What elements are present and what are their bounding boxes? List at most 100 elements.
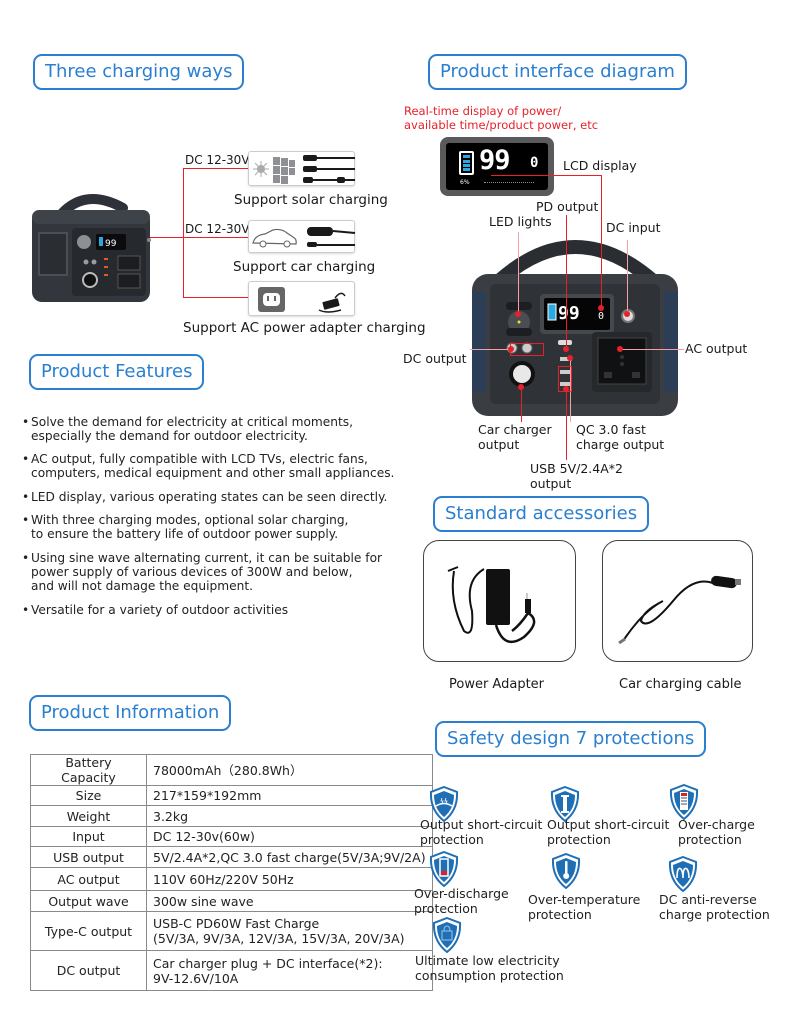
callout-line (183, 237, 248, 238)
power-station-front-image: 99 0 (470, 232, 680, 420)
spec-value: 110V 60Hz/220V 50Hz (146, 867, 433, 891)
section-header-charging-ways: Three charging ways (33, 54, 245, 90)
callout-line (518, 232, 519, 314)
spec-value: DC 12-30v(60w) (146, 826, 433, 847)
feature-item: •AC output, fully compatible with LCD TV… (22, 452, 395, 480)
car-charging-thumbnail (248, 220, 356, 253)
accessory-power-adapter-image (423, 540, 576, 662)
spec-key: Output wave (30, 890, 147, 912)
spec-key: Weight (30, 805, 147, 827)
car-icon (252, 227, 356, 248)
spec-key: Battery Capacity (30, 754, 147, 786)
charging-way-label: Support solar charging (234, 192, 388, 208)
protection-label: Over-charge protection (678, 817, 755, 847)
spec-value: 5V/2.4A*2,QC 3.0 fast charge(5V/3A;9V/2A… (146, 846, 433, 868)
feature-item: •Versatile for a variety of outdoor acti… (22, 603, 289, 617)
label-qc-output: QC 3.0 fast charge output (576, 422, 665, 452)
protection-label: Over-discharge protection (414, 886, 509, 916)
lcd-secondary-value: 0 (530, 155, 539, 171)
lcd-percent: 6% (460, 179, 470, 186)
label-car-charger-output: Car charger output (478, 422, 552, 452)
callout-line (570, 358, 571, 422)
spec-value: 78000mAh（280.8Wh） (146, 754, 433, 786)
section-header-product-information: Product Information (29, 695, 232, 731)
protection-label: Over-temperature protection (528, 892, 641, 922)
section-header-product-features: Product Features (29, 354, 205, 390)
accessory-label: Car charging cable (619, 677, 742, 692)
spec-value: 300w sine wave (146, 890, 433, 912)
spec-value: Car charger plug + DC interface(*2): 9V-… (146, 950, 433, 991)
callout-dot (617, 346, 623, 352)
svg-text:99: 99 (558, 303, 580, 324)
label-lcd-display: LCD display (563, 158, 637, 173)
feature-item: •Solve the demand for electricity at cri… (22, 415, 354, 443)
callout-line (601, 175, 602, 310)
label-usb-output: USB 5V/2.4A*2 output (530, 461, 623, 491)
callout-line (627, 240, 628, 314)
feature-item: •LED display, various operating states c… (22, 490, 388, 504)
lock-shield-icon (432, 917, 462, 953)
battery-level-icon (459, 151, 474, 175)
voltage-label-solar: DC 12-30V (185, 153, 250, 167)
protection-label: Output short-circuit protection (547, 817, 670, 847)
callout-box (510, 343, 544, 356)
voltage-label-car: DC 12-30V (185, 222, 250, 236)
current-shield-icon (550, 786, 580, 822)
feature-item: •With three charging modes, optional sol… (22, 513, 349, 541)
protection-label: Output short-circuit protection (420, 817, 543, 847)
callout-dot (563, 346, 569, 352)
loop-shield-icon (668, 856, 698, 892)
label-dc-input: DC input (606, 220, 661, 235)
callout-line (566, 392, 567, 460)
spec-value: 3.2kg (146, 805, 433, 827)
callout-line (150, 237, 184, 238)
spec-value: USB-C PD60W Fast Charge (5V/3A, 9V/3A, 1… (146, 911, 433, 951)
callout-line (521, 388, 522, 422)
label-dc-output: DC output (403, 351, 467, 366)
short-circuit-shield-icon (429, 786, 459, 822)
spec-key: Size (30, 785, 147, 806)
callout-line (470, 349, 510, 350)
lcd-panel-closeup: 99 0 6% (440, 137, 554, 196)
solar-panel-icon (253, 155, 355, 184)
svg-text:99: 99 (105, 239, 117, 249)
lcd-status-indicators (484, 182, 534, 184)
spec-key: USB output (30, 846, 147, 868)
accessory-label: Power Adapter (449, 677, 545, 692)
thermometer-shield-icon (551, 853, 581, 889)
callout-dot (567, 355, 573, 361)
lcd-main-value: 99 (479, 145, 511, 176)
full-battery-shield-icon (669, 784, 699, 820)
low-battery-shield-icon (429, 851, 459, 887)
callout-dot (598, 305, 604, 311)
label-pd-output: PD output (536, 199, 599, 214)
callout-dot (563, 386, 569, 392)
svg-text:0: 0 (598, 311, 604, 322)
callout-line (620, 349, 684, 350)
callout-dot (518, 384, 524, 390)
label-led-lights: LED lights (489, 214, 552, 229)
callout-dot (508, 346, 514, 352)
charging-way-label: Support car charging (233, 259, 376, 275)
feature-item: •Using sine wave alternating current, it… (22, 551, 383, 593)
callout-line (491, 175, 601, 176)
section-header-safety-design: Safety design 7 protections (435, 721, 707, 757)
lcd-caption: Real-time display of power/ available ti… (404, 104, 599, 132)
protection-label: Ultimate low electricity consumption pro… (415, 953, 564, 983)
solar-charging-thumbnail (248, 151, 355, 186)
spec-value: 217*159*192mm (146, 785, 433, 806)
charging-way-label: Support AC power adapter charging (183, 320, 426, 336)
ac-adapter-charging-thumbnail (248, 281, 355, 316)
accessory-car-cable-image (602, 540, 753, 662)
callout-dot (515, 311, 521, 317)
